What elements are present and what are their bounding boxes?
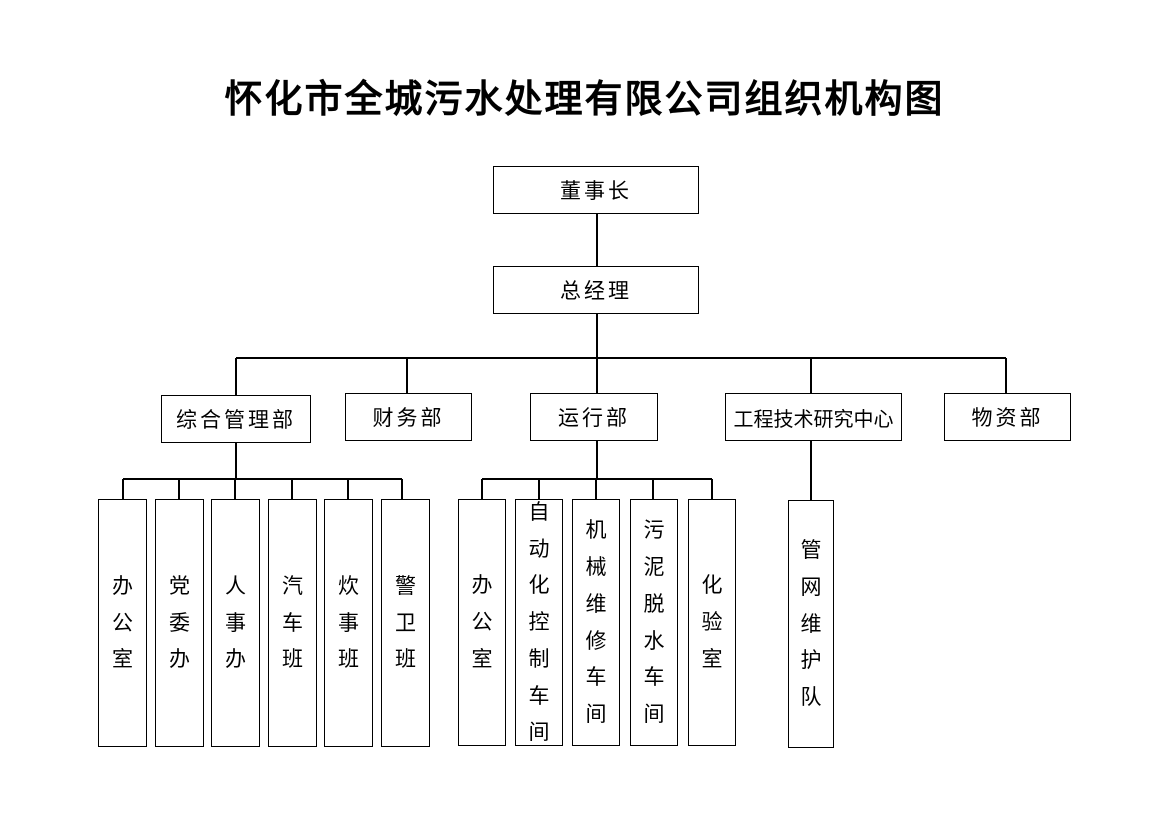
unit-box: 人事办	[211, 499, 260, 747]
chairman-box: 董事长	[493, 166, 699, 214]
unit-box: 管网维护队	[788, 500, 834, 748]
department-label: 物资部	[971, 406, 1044, 430]
unit-box: 炊事班	[324, 499, 373, 747]
unit-label: 党委办	[169, 573, 190, 672]
general-manager-box: 总经理	[493, 266, 699, 314]
unit-label: 机械维修车间	[585, 518, 607, 726]
unit-box: 办公室	[458, 499, 506, 746]
chart-title: 怀化市全城污水处理有限公司组织机构图	[224, 76, 945, 121]
unit-box: 机械维修车间	[572, 499, 620, 746]
unit-box: 自动化控制车间	[515, 499, 563, 746]
unit-box: 警卫班	[381, 499, 430, 747]
department-box-general-admin: 综合管理部	[161, 395, 311, 443]
department-box-operations: 运行部	[530, 393, 658, 441]
unit-label: 人事办	[225, 573, 246, 672]
department-label: 运行部	[558, 406, 630, 430]
general-manager-label: 总经理	[560, 279, 632, 303]
department-box-engineering: 工程技术研究中心	[725, 393, 902, 441]
department-box-materials: 物资部	[944, 393, 1071, 441]
unit-label: 炊事班	[338, 573, 359, 672]
unit-label: 管网维护队	[800, 538, 822, 710]
department-label: 工程技术研究中心	[733, 406, 894, 431]
unit-label: 汽车班	[282, 573, 303, 672]
unit-label: 污泥脱水车间	[643, 518, 665, 726]
unit-box: 化验室	[688, 499, 736, 746]
unit-label: 化验室	[701, 573, 723, 671]
unit-box: 办公室	[98, 499, 147, 747]
unit-label: 办公室	[471, 573, 493, 671]
unit-label: 自动化控制车间	[528, 499, 550, 745]
chairman-label: 董事长	[560, 179, 632, 203]
department-label: 综合管理部	[176, 408, 296, 432]
department-box-finance: 财务部	[345, 393, 472, 441]
unit-box: 污泥脱水车间	[630, 499, 678, 746]
unit-label: 办公室	[112, 573, 133, 672]
unit-box: 汽车班	[268, 499, 317, 747]
department-label: 财务部	[372, 406, 445, 430]
unit-label: 警卫班	[395, 573, 416, 672]
unit-box: 党委办	[155, 499, 204, 747]
